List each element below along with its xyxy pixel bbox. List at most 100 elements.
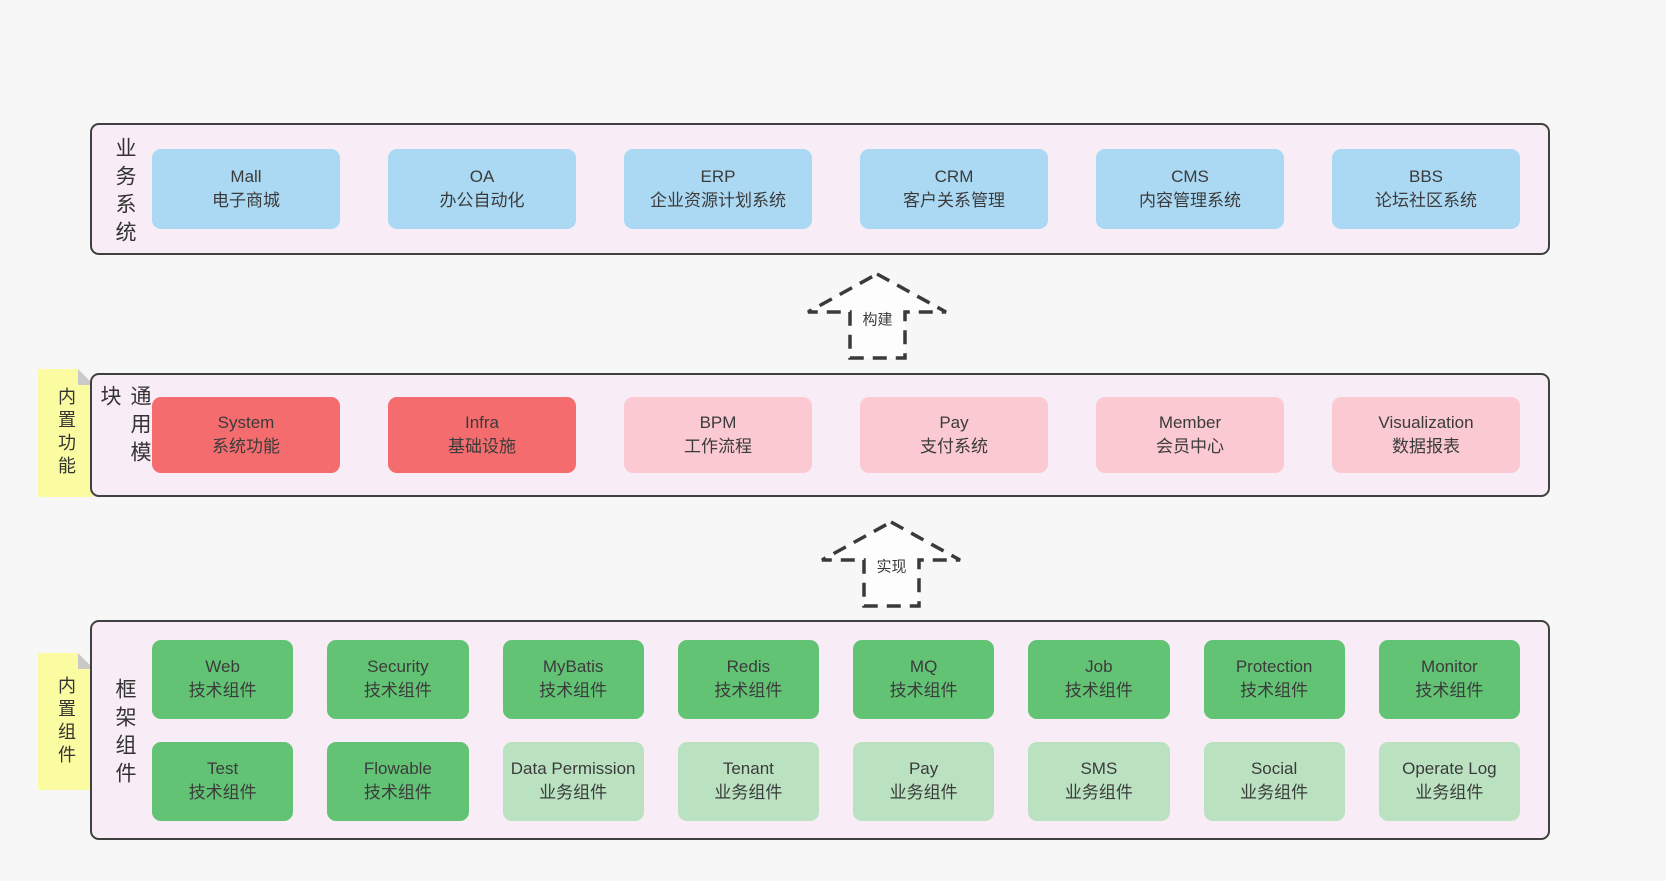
box-redis: Redis 技术组件 — [677, 639, 819, 719]
box-subtitle: 技术组件 — [1240, 681, 1309, 700]
sticky-note-built-in-features: 内置功能 — [38, 369, 94, 497]
box-web: Web 技术组件 — [152, 639, 294, 719]
box-subtitle: 技术组件 — [714, 681, 783, 700]
up-arrow-implement: 实现 — [820, 519, 963, 609]
sticky-note-built-in-components: 内置组件 — [38, 653, 94, 790]
box-infra: Infra 基础设施 — [388, 397, 576, 473]
box-mall: Mall 电子商城 — [152, 149, 340, 229]
box-data-permission: Data Permission 业务组件 — [502, 741, 644, 821]
panel-title: 框架组件 — [113, 677, 136, 790]
box-mybatis: MyBatis 技术组件 — [502, 639, 644, 719]
box-title: Web — [205, 656, 240, 676]
box-test: Test 技术组件 — [152, 741, 294, 821]
box-title: System — [217, 412, 275, 432]
box-subtitle: 业务组件 — [1240, 783, 1309, 802]
box-title: BPM — [699, 412, 737, 432]
box-subtitle: 业务组件 — [714, 783, 783, 802]
box-title: MyBatis — [542, 656, 604, 676]
box-social: Social 业务组件 — [1203, 741, 1345, 821]
box-title: Flowable — [363, 758, 432, 778]
arrow-label: 实现 — [873, 555, 910, 577]
box-subtitle: 内容管理系统 — [1139, 191, 1241, 210]
box-title: Infra — [464, 412, 500, 432]
box-title: Monitor — [1421, 656, 1478, 676]
box-title: OA — [469, 166, 495, 186]
box-subtitle: 会员中心 — [1156, 437, 1224, 456]
box-sms: SMS 业务组件 — [1028, 741, 1170, 821]
box-subtitle: 技术组件 — [1415, 681, 1484, 700]
box-flowable: Flowable 技术组件 — [327, 741, 469, 821]
box-title: Security — [367, 656, 429, 676]
box-mq: MQ 技术组件 — [853, 639, 995, 719]
box-title: Data Permission — [510, 758, 636, 778]
box-title: Job — [1085, 656, 1113, 676]
box-bbs: BBS 论坛社区系统 — [1332, 149, 1520, 229]
box-monitor: Monitor 技术组件 — [1378, 639, 1520, 719]
box-subtitle: 技术组件 — [363, 681, 432, 700]
module-grid: System 系统功能 Infra 基础设施 BPM 工作流程 Pay 支付系统 Member 会… — [150, 375, 1548, 495]
box-job: Job 技术组件 — [1028, 639, 1170, 719]
box-title: Pay — [939, 412, 969, 432]
box-crm: CRM 客户关系管理 — [860, 149, 1048, 229]
box-tenant: Tenant 业务组件 — [677, 741, 819, 821]
box-title: Operate Log — [1402, 758, 1497, 778]
box-title: Pay — [908, 758, 939, 778]
box-title: Visualization — [1378, 412, 1474, 432]
note-label: 内置组件 — [56, 675, 76, 768]
box-title: CRM — [934, 166, 974, 186]
module-row: System 系统功能 Infra 基础设施 BPM 工作流程 Pay 支付系统 Member 会… — [152, 397, 1520, 473]
box-subtitle: 技术组件 — [889, 681, 958, 700]
panel-title: 通用模块 — [98, 385, 151, 469]
box-visualization: Visualization 数据报表 — [1332, 397, 1520, 473]
box-subtitle: 支付系统 — [920, 437, 988, 456]
box-subtitle: 企业资源计划系统 — [650, 191, 786, 210]
box-system: System 系统功能 — [152, 397, 340, 473]
panel-common-modules: 通用模块 System 系统功能 Infra 基础设施 BPM 工作流程 Pay 支付系统 Me… — [90, 373, 1550, 497]
box-title: Redis — [726, 656, 771, 676]
box-subtitle: 技术组件 — [363, 783, 432, 802]
box-subtitle: 业务组件 — [1064, 783, 1133, 802]
up-arrow-build: 构建 — [806, 272, 949, 360]
box-subtitle: 数据报表 — [1392, 437, 1460, 456]
box-subtitle: 系统功能 — [212, 437, 280, 456]
box-subtitle: 业务组件 — [889, 783, 958, 802]
box-title: MQ — [909, 656, 938, 676]
box-subtitle: 电子商城 — [212, 191, 280, 210]
box-title: Mall — [230, 166, 262, 186]
box-title: SMS — [1080, 758, 1118, 778]
box-subtitle: 业务组件 — [539, 783, 608, 802]
box-title: Member — [1158, 412, 1222, 432]
box-title: CMS — [1171, 166, 1209, 186]
box-bpm: BPM 工作流程 — [624, 397, 812, 473]
box-subtitle: 技术组件 — [539, 681, 608, 700]
box-subtitle: 论坛社区系统 — [1375, 191, 1477, 210]
box-title: BBS — [1408, 166, 1444, 186]
box-security: Security 技术组件 — [327, 639, 469, 719]
box-subtitle: 技术组件 — [1064, 681, 1133, 700]
box-subtitle: 工作流程 — [684, 437, 752, 456]
panel-title: 业务系统 — [113, 136, 136, 249]
box-protection: Protection 技术组件 — [1203, 639, 1345, 719]
box-title: Test — [207, 758, 239, 778]
box-subtitle: 技术组件 — [188, 783, 257, 802]
box-cms: CMS 内容管理系统 — [1096, 149, 1284, 229]
box-title: Social — [1250, 758, 1298, 778]
box-subtitle: 基础设施 — [448, 437, 516, 456]
box-subtitle: 技术组件 — [188, 681, 257, 700]
box-subtitle: 客户关系管理 — [903, 191, 1005, 210]
box-member: Member 会员中心 — [1096, 397, 1284, 473]
box-pay: Pay 支付系统 — [860, 397, 1048, 473]
box-title: Tenant — [722, 758, 774, 778]
note-label: 内置功能 — [56, 387, 76, 479]
box-title: Protection — [1235, 656, 1313, 676]
